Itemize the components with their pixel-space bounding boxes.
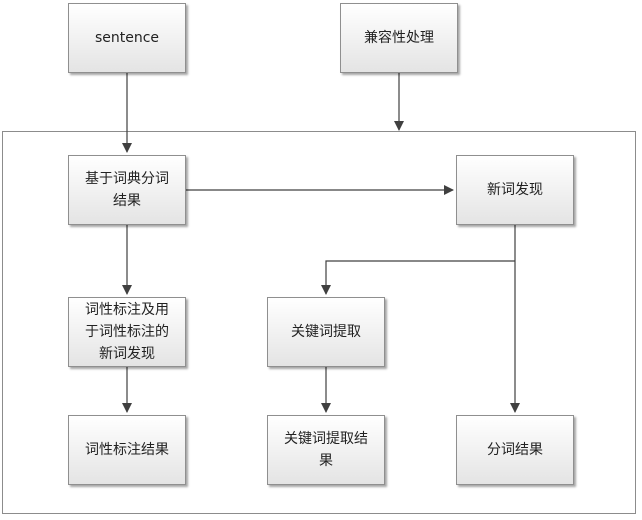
node-dictionary-segmentation-line1: 基于词典分词 [85,171,169,187]
node-dictionary-segmentation-line2: 结果 [113,193,141,209]
node-pos-tagging-line2: 于词性标注的 [85,324,169,340]
node-sentence: sentence [68,3,186,73]
node-keyword-extraction: 关键词提取 [267,297,385,367]
node-pos-tagging-result: 词性标注结果 [68,415,186,485]
node-sentence-label: sentence [94,30,160,46]
node-segmentation-result: 分词结果 [456,415,574,485]
node-pos-tagging: 词性标注及用 于词性标注的 新词发现 [68,297,186,367]
node-compatibility-processing-label: 兼容性处理 [364,30,434,46]
node-keyword-extraction-result-line1: 关键词提取结 [284,431,368,447]
node-pos-tagging-line1: 词性标注及用 [85,302,169,318]
node-compatibility-processing: 兼容性处理 [340,3,458,73]
node-keyword-extraction-label: 关键词提取 [291,324,361,340]
node-pos-tagging-result-label: 词性标注结果 [85,442,169,458]
node-pos-tagging-line3: 新词发现 [99,346,155,362]
node-new-word-discovery: 新词发现 [456,155,574,225]
node-dictionary-segmentation: 基于词典分词 结果 [68,155,186,225]
node-keyword-extraction-result-line2: 果 [319,453,333,469]
node-keyword-extraction-result: 关键词提取结 果 [267,415,385,485]
node-new-word-discovery-label: 新词发现 [487,182,543,198]
node-segmentation-result-label: 分词结果 [487,442,543,458]
